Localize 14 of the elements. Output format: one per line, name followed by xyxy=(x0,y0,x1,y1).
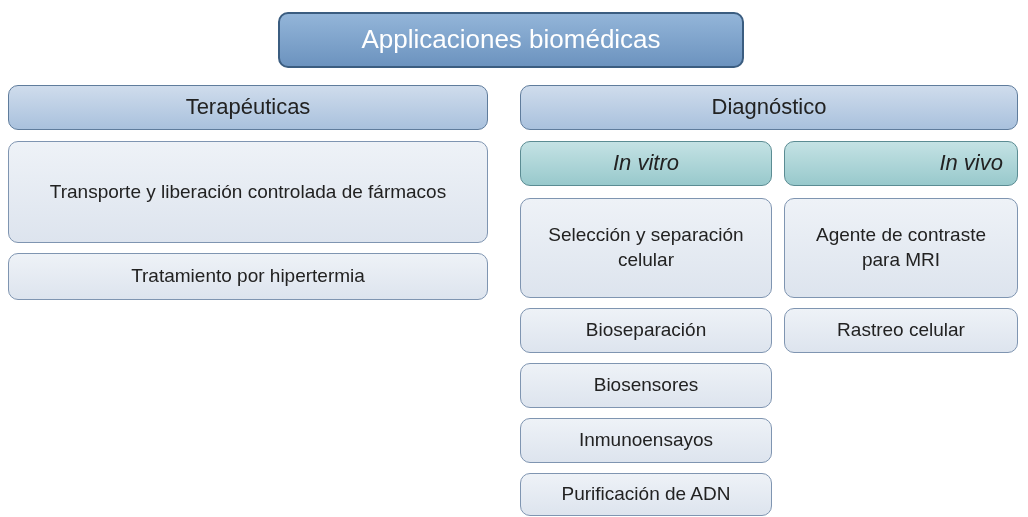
title-box: Applicaciones biomédicas xyxy=(278,12,744,68)
subcategory-header: In vitro xyxy=(520,141,772,186)
item-box: Inmunoensayos xyxy=(520,418,772,463)
item-box: Transporte y liberación controlada de fármacos xyxy=(8,141,488,243)
item-box: Bioseparación xyxy=(520,308,772,353)
item-box: Purificación de ADN xyxy=(520,473,772,516)
category-header: Terapéuticas xyxy=(8,85,488,130)
item-box: Agente de contraste para MRI xyxy=(784,198,1018,298)
item-box: Biosensores xyxy=(520,363,772,408)
subcategory-header: In vivo xyxy=(784,141,1018,186)
item-box: Rastreo celular xyxy=(784,308,1018,353)
item-box: Tratamiento por hipertermia xyxy=(8,253,488,300)
item-box: Selección y separación celular xyxy=(520,198,772,298)
category-header: Diagnóstico xyxy=(520,85,1018,130)
